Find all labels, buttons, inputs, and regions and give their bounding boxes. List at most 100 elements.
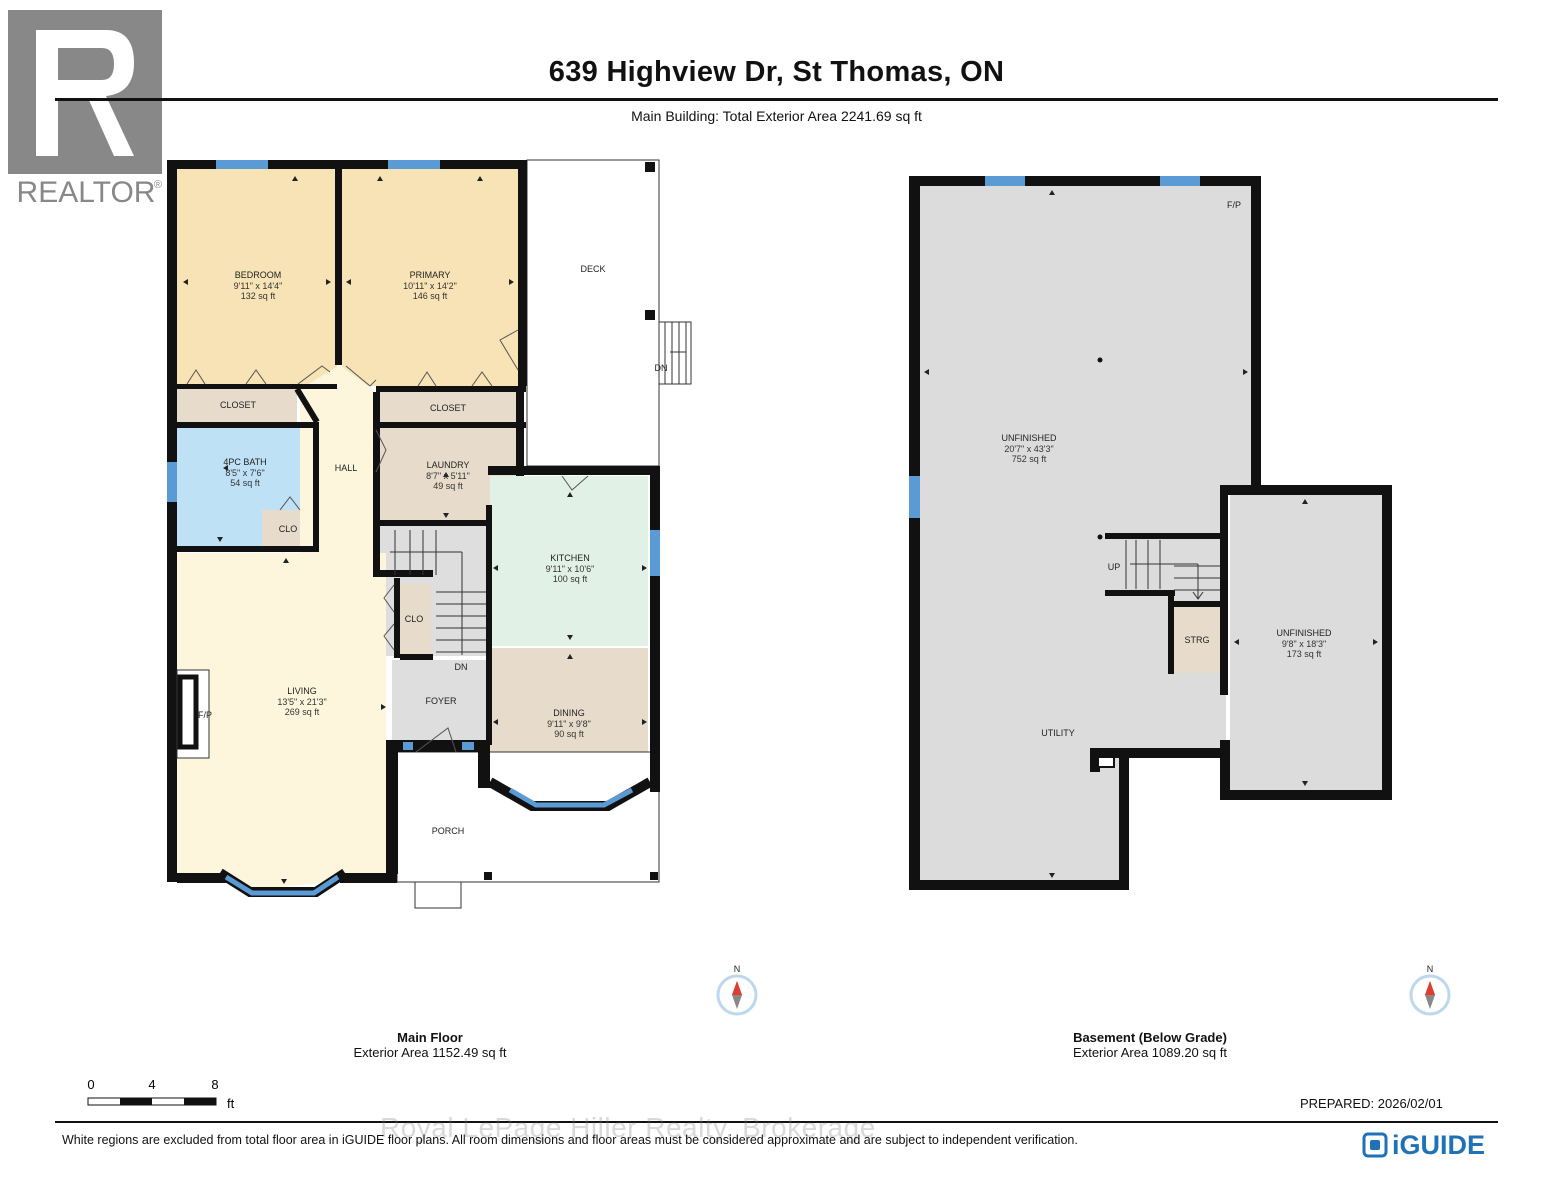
primary-name: PRIMARY bbox=[410, 270, 451, 280]
kitchen-dims: 9'11" x 10'6" bbox=[546, 564, 595, 574]
basement-stairs-label: UP bbox=[1108, 562, 1121, 572]
iguide-mark-icon bbox=[1362, 1132, 1388, 1158]
living-name: LIVING bbox=[287, 686, 317, 696]
main-floor-walls bbox=[167, 160, 660, 883]
main-floor-area: Exterior Area 1152.49 sq ft bbox=[353, 1045, 507, 1060]
stairs-label: DN bbox=[455, 662, 468, 672]
main-floor-windows bbox=[167, 160, 660, 750]
basement-room-labels: F/P UNFINISHED 20'7" x 43'3" 752 sq ft U… bbox=[1001, 200, 1332, 738]
scale-tick-0: 0 bbox=[87, 1077, 94, 1092]
realtor-text: REALTOR bbox=[17, 176, 156, 208]
hall-angled-wall bbox=[294, 387, 320, 424]
room-bedroom bbox=[177, 168, 337, 386]
room-closet-right bbox=[380, 392, 516, 422]
basement-area: Exterior Area 1089.20 sq ft bbox=[1073, 1045, 1227, 1060]
laundry-area: 49 sq ft bbox=[433, 481, 463, 491]
unfinished-main-name: UNFINISHED bbox=[1001, 433, 1057, 443]
scale-tick-4: 4 bbox=[148, 1077, 155, 1092]
main-floor-plan: BEDROOM 9'11" x 14'4" 132 sq ft PRIMARY … bbox=[167, 159, 692, 909]
hall-name: HALL bbox=[335, 463, 358, 473]
main-floor-name: Main Floor bbox=[397, 1030, 463, 1045]
compass-basement: N bbox=[1408, 962, 1452, 1018]
iguide-logo: iGUIDE bbox=[1362, 1128, 1485, 1162]
dining-dims: 9'11" x 9'8" bbox=[547, 719, 591, 729]
unfinished-main-area: 752 sq ft bbox=[1012, 454, 1047, 464]
storage-name: STRG bbox=[1184, 635, 1209, 645]
primary-dims: 10'11" x 14'2" bbox=[403, 281, 457, 291]
room-hall bbox=[300, 365, 376, 553]
basement-windows bbox=[909, 176, 1200, 518]
main-room-labels: BEDROOM 9'11" x 14'4" 132 sq ft PRIMARY … bbox=[198, 264, 668, 836]
deck-posts bbox=[484, 162, 658, 880]
main-floor-caption: Main Floor Exterior Area 1152.49 sq ft bbox=[280, 1030, 580, 1060]
room-porch bbox=[396, 751, 660, 883]
room-primary bbox=[342, 168, 518, 386]
unfinished-small-name: UNFINISHED bbox=[1276, 628, 1332, 638]
main-stairs bbox=[390, 530, 486, 655]
basement-unfinished-small bbox=[1230, 494, 1382, 790]
laundry-name: LAUNDRY bbox=[427, 460, 470, 470]
realtor-logo: REALTOR ® bbox=[6, 8, 166, 209]
basement-fireplace-label: F/P bbox=[1227, 200, 1241, 210]
dining-bay-window bbox=[508, 787, 634, 808]
living-fireplace-label: F/P bbox=[198, 710, 212, 720]
foyer-name: FOYER bbox=[425, 696, 457, 706]
utility-name: UTILITY bbox=[1041, 728, 1075, 738]
unfinished-small-area: 173 sq ft bbox=[1287, 649, 1322, 659]
basement-storage bbox=[1172, 605, 1222, 673]
living-area: 269 sq ft bbox=[285, 707, 320, 717]
scale-unit: ft bbox=[227, 1096, 235, 1111]
scale-bar: 0 4 8 ft bbox=[85, 1076, 255, 1112]
clo-hall-name: CLO bbox=[405, 614, 424, 624]
basement-name: Basement (Below Grade) bbox=[1073, 1030, 1227, 1045]
bedroom-area: 132 sq ft bbox=[241, 291, 276, 301]
scale-tick-8: 8 bbox=[211, 1077, 218, 1092]
living-dims: 13'5" x 21'3" bbox=[277, 697, 326, 707]
kitchen-area: 100 sq ft bbox=[553, 574, 588, 584]
unfinished-small-dims: 9'8" x 18'3" bbox=[1282, 639, 1326, 649]
kitchen-name: KITCHEN bbox=[550, 553, 590, 563]
room-deck bbox=[526, 159, 660, 467]
clo-bath-name: CLO bbox=[279, 524, 298, 534]
bedroom-name: BEDROOM bbox=[235, 270, 282, 280]
room-closet-left bbox=[177, 389, 297, 422]
bath-area: 54 sq ft bbox=[230, 478, 260, 488]
porch-name: PORCH bbox=[432, 826, 465, 836]
bath-name: 4PC BATH bbox=[223, 457, 266, 467]
living-bay-window bbox=[224, 874, 340, 896]
closet-left-name: CLOSET bbox=[220, 400, 257, 410]
porch-steps bbox=[414, 881, 462, 909]
room-foyer bbox=[392, 660, 486, 740]
compass-north-label: N bbox=[1427, 964, 1434, 974]
deck-name: DECK bbox=[580, 264, 605, 274]
iguide-brand-text: iGUIDE bbox=[1392, 1129, 1486, 1160]
dining-name: DINING bbox=[553, 708, 585, 718]
room-clo-hall bbox=[397, 584, 431, 654]
compass-north-label: N bbox=[734, 964, 741, 974]
laundry-dims: 8'7" x 5'11" bbox=[426, 471, 470, 481]
basement-plan: F/P UNFINISHED 20'7" x 43'3" 752 sq ft U… bbox=[909, 176, 1392, 890]
title-rule bbox=[55, 98, 1498, 101]
primary-area: 146 sq ft bbox=[413, 291, 448, 301]
closet-right-name: CLOSET bbox=[430, 403, 467, 413]
dining-area: 90 sq ft bbox=[554, 729, 584, 739]
page-subtitle: Main Building: Total Exterior Area 2241.… bbox=[631, 108, 922, 124]
room-kitchen bbox=[490, 476, 648, 646]
basement-dimension-markers bbox=[924, 190, 1378, 878]
footer-rule bbox=[55, 1121, 1498, 1123]
basement-main-area bbox=[918, 184, 1252, 882]
brokerage-watermark: Royal LePage Hiller Realty, Brokerage bbox=[380, 1112, 876, 1143]
page-title: 639 Highview Dr, St Thomas, ON bbox=[548, 56, 1005, 88]
prepared-date: PREPARED: 2026/02/01 bbox=[1300, 1096, 1443, 1111]
disclaimer-text: White regions are excluded from total fl… bbox=[62, 1133, 1078, 1147]
main-door-swings bbox=[186, 329, 589, 753]
unfinished-main-dims: 20'7" x 43'3" bbox=[1004, 444, 1053, 454]
deck-stairs-label: DN bbox=[655, 363, 668, 373]
registered-mark: ® bbox=[154, 179, 162, 191]
bedroom-dims: 9'11" x 14'4" bbox=[234, 281, 283, 291]
main-dimension-markers bbox=[183, 176, 647, 884]
basement-caption: Basement (Below Grade) Exterior Area 108… bbox=[1000, 1030, 1300, 1060]
basement-stairs bbox=[1125, 540, 1220, 598]
basement-walls bbox=[909, 176, 1392, 890]
